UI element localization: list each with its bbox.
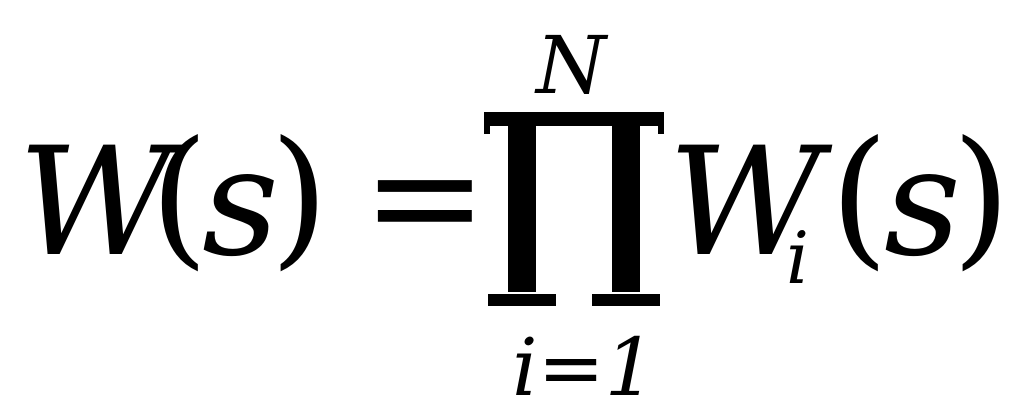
lhs-function-symbol: W (18, 116, 173, 290)
product-upper-limit: N (536, 19, 606, 112)
lhs-argument: s (202, 116, 279, 290)
rhs-open-paren: ( (830, 110, 889, 284)
rhs-function-symbol: W (668, 116, 823, 290)
lhs-open-paren: ( (150, 110, 209, 284)
product-operator-icon (484, 112, 664, 306)
product-lower-limit: i=1 (512, 321, 656, 414)
rhs-argument: s (884, 116, 961, 290)
equals-sign: = (362, 110, 488, 284)
lhs-close-paren: ) (270, 110, 329, 284)
rhs-close-paren: ) (952, 110, 1011, 284)
rhs-subscript: i (786, 216, 810, 300)
